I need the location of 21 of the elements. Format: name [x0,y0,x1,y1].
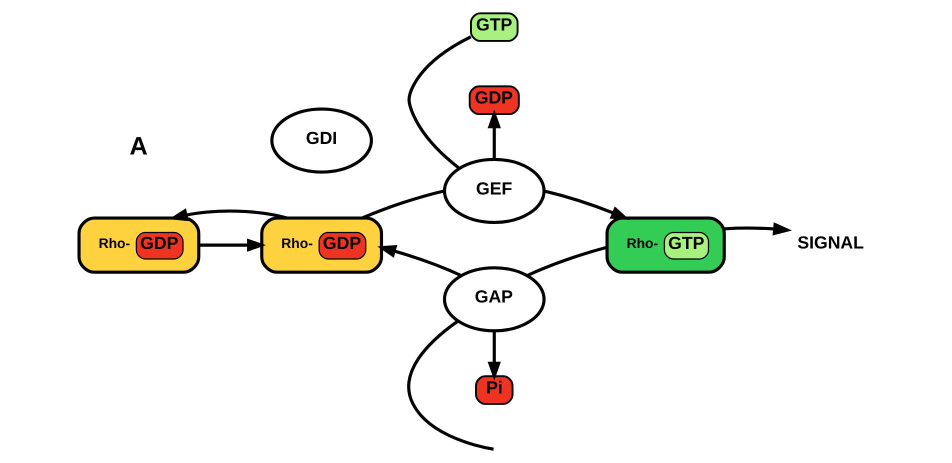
arrow [724,222,792,236]
node-box: Rho- GDP [260,216,384,274]
node-box: Rho- GTP [605,216,726,274]
node-text: SIGNAL [797,232,864,253]
node-box: GTP [470,12,519,42]
connector [526,246,608,277]
node-ellipse: GEF [442,158,546,224]
node-box: GDP [468,85,520,116]
arrow [544,190,630,220]
arrow [488,331,501,381]
node-box: Rho- GDP [77,216,200,274]
connector [362,189,444,220]
arrow [488,109,501,160]
connector [408,35,472,170]
connector [407,320,494,451]
arrow [377,245,462,278]
label: A [129,132,148,160]
node-ellipse: GAP [442,266,546,332]
node-ellipse: GDI [270,107,373,174]
node-box: Pi [475,375,514,405]
arrow [199,238,266,252]
